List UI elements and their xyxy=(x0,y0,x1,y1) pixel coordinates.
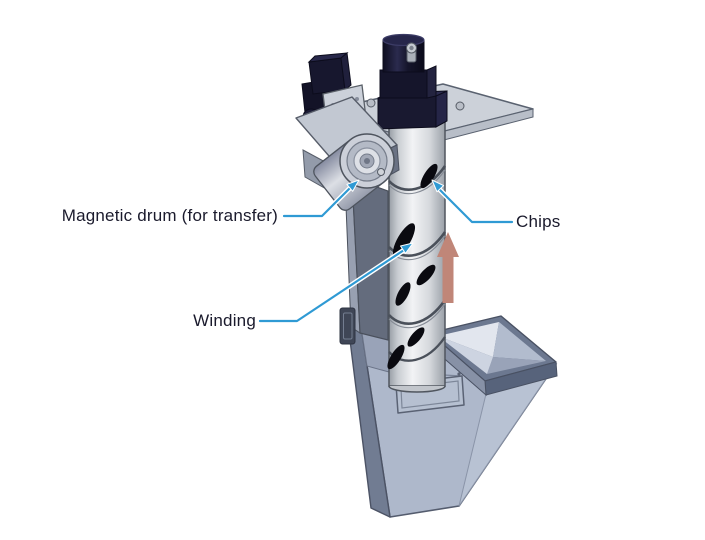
leader-winding xyxy=(257,242,414,324)
motor-eyebolt xyxy=(406,42,417,63)
plate-bolt xyxy=(455,101,465,111)
chute-body xyxy=(346,312,558,518)
panel-screw xyxy=(457,372,461,376)
label-chips: Chips xyxy=(516,212,561,231)
plate-bolt xyxy=(366,98,376,108)
drum-shaft xyxy=(377,168,385,176)
leader-lines xyxy=(257,179,515,324)
inlet-funnel xyxy=(429,315,558,397)
leader-magnetic-drum xyxy=(281,179,360,219)
arrowhead xyxy=(400,242,414,254)
label-magnetic-drum: Magnetic drum (for transfer) xyxy=(61,206,278,225)
label-winding: Winding xyxy=(193,311,256,330)
arrowhead xyxy=(346,179,360,192)
column-clip xyxy=(339,307,356,345)
chips xyxy=(387,163,438,370)
drive-motor xyxy=(377,33,448,130)
leader-chips xyxy=(431,179,515,225)
arrowhead xyxy=(431,179,445,193)
magnetic-drum xyxy=(313,133,395,211)
flow-up-arrow xyxy=(437,232,459,303)
spiral-tube xyxy=(387,95,447,393)
